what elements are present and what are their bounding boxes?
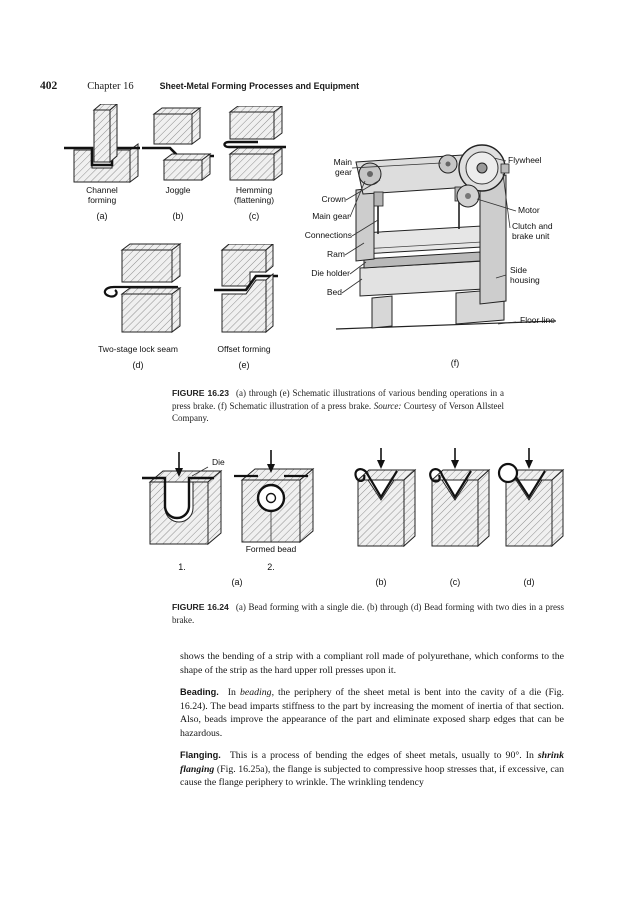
op-label-offset-forming: Offset forming: [217, 344, 271, 354]
op-tag-c: (c): [248, 211, 260, 221]
op-tag-d: (d): [132, 360, 144, 370]
beading-term: beading: [240, 687, 272, 698]
beading-text-1: In: [227, 687, 240, 698]
label-clutch-brake: Clutch and brake unit: [512, 221, 553, 241]
op-tag-b: (b): [172, 211, 184, 221]
flanging-term: shrink flanging: [180, 750, 564, 775]
label-floor-line: Floor line: [520, 315, 555, 325]
label-ram: Ram: [327, 249, 345, 259]
label-flywheel: Flywheel: [508, 155, 542, 165]
step-2-label: 2.: [267, 562, 275, 572]
figure-24-caption-text: (a) Bead forming with a single die. (b) …: [172, 602, 565, 625]
op-tag-a: (a): [96, 211, 108, 221]
figure-23-caption-text: (a) through (e) Schematic illustrations …: [172, 388, 504, 411]
hemming-illustration: [223, 106, 286, 181]
chapter-label: Chapter 16: [87, 81, 134, 92]
figure-23-source-label: Source:: [373, 400, 402, 411]
running-head-title: Sheet-Metal Forming Processes and Equipm…: [159, 81, 360, 91]
paragraph-flanging: Flanging. This is a process of bending th…: [180, 749, 564, 790]
formed-bead-label: Formed bead: [245, 544, 297, 554]
two-stage-lock-seam-illustration: [103, 243, 182, 333]
label-side-housing: Side housing: [510, 265, 540, 285]
bead-tag-c: (c): [449, 577, 461, 587]
page-number: 402: [40, 80, 58, 92]
step-1-label: 1.: [178, 562, 186, 572]
bead-forming-illustration: [142, 448, 565, 548]
bead-tag-d: (d): [523, 577, 535, 587]
op-label-two-stage-lock-seam: Two-stage lock seam: [98, 344, 178, 354]
body-text-column: shows the bending of a strip with a comp…: [180, 650, 564, 799]
figure-23-caption-credit: Courtesy of Verson Allsteel Company.: [172, 400, 505, 424]
roll-bending-text: shows the bending of a strip with a comp…: [180, 651, 564, 676]
op-label-joggle: Joggle: [165, 185, 191, 195]
figure-16-24-caption: FIGURE 16.24(a) Bead forming with a sing…: [172, 601, 564, 626]
figure-23-number: FIGURE 16.23: [172, 388, 229, 398]
label-main-gear-top: Main gear: [333, 157, 352, 177]
channel-forming-illustration: [64, 104, 140, 183]
label-connections: Connections: [304, 230, 352, 240]
flanging-text-2: (Fig. 16.25a), the flange is subjected t…: [180, 763, 564, 789]
op-label-channel-forming: Channel forming: [86, 185, 118, 205]
figure-16-23-caption: FIGURE 16.23(a) through (e) Schematic il…: [172, 387, 504, 425]
paragraph-roll-bending: shows the bending of a strip with a comp…: [180, 650, 564, 677]
beading-text-2: , the periphery of the sheet metal is be…: [180, 687, 564, 739]
label-die-holder: Die holder: [311, 268, 350, 278]
op-tag-e: (e): [238, 360, 250, 370]
op-tag-f: (f): [450, 358, 460, 368]
beading-heading: Beading.: [180, 687, 219, 697]
page-header: 402 Chapter 16 Sheet-Metal Forming Proce…: [40, 76, 600, 94]
die-label: Die: [212, 457, 225, 467]
paragraph-beading: Beading. In beading, the periphery of the…: [180, 686, 564, 740]
label-main-gear: Main gear: [312, 211, 350, 221]
joggle-illustration: [142, 107, 214, 181]
op-label-hemming: Hemming (flattening): [233, 185, 275, 205]
label-crown: Crown: [321, 194, 346, 204]
flanging-heading: Flanging.: [180, 750, 221, 760]
bead-tag-a: (a): [231, 577, 243, 587]
label-bed: Bed: [326, 287, 342, 297]
press-brake-illustration: [335, 144, 557, 330]
bead-tag-b: (b): [375, 577, 387, 587]
figure-24-number: FIGURE 16.24: [172, 602, 229, 612]
flanging-text-1: This is a process of bending the edges o…: [229, 750, 538, 761]
offset-forming-illustration: [214, 244, 278, 334]
label-motor: Motor: [518, 205, 540, 215]
